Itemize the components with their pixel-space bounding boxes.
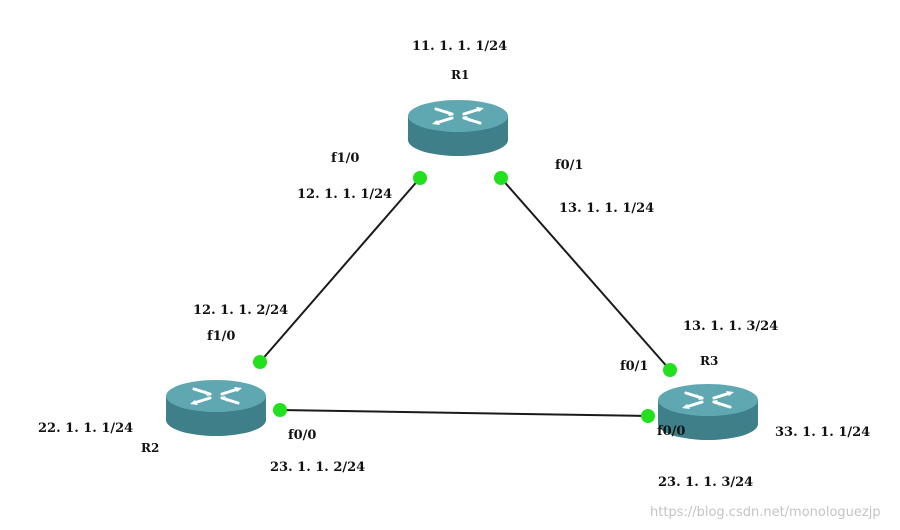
port-status-r2-f0-0 — [273, 403, 287, 417]
watermark: https://blog.csdn.net/monologuezjp — [650, 505, 881, 520]
r2-port-f1-0: f1/0 — [207, 329, 235, 344]
router-icon — [164, 378, 268, 438]
r1-ip-f0-1: 13. 1. 1. 1/24 — [559, 201, 654, 216]
r2-loopback-ip: 22. 1. 1. 1/24 — [38, 421, 133, 436]
r2-name: R2 — [141, 441, 159, 455]
port-status-r2-f1-0 — [253, 355, 267, 369]
r3-port-f0-1: f0/1 — [620, 359, 648, 374]
r2-port-f0-0: f0/0 — [288, 428, 316, 443]
r1-port-f0-1: f0/1 — [555, 158, 583, 173]
r3-name: R3 — [700, 354, 718, 368]
r3-port-f0-0: f0/0 — [657, 424, 685, 439]
r3-ip-f0-0: 23. 1. 1. 3/24 — [658, 475, 753, 490]
port-status-r3-f0-0 — [641, 409, 655, 423]
link-r2-r3 — [279, 409, 649, 417]
router-r2[interactable] — [164, 378, 268, 438]
r1-loopback-ip: 11. 1. 1. 1/24 — [412, 39, 507, 54]
link-r1-r2 — [259, 177, 421, 363]
router-icon — [406, 98, 510, 158]
link-r1-r3 — [500, 177, 671, 371]
port-status-r1-f1-0 — [413, 171, 427, 185]
port-status-r1-f0-1 — [494, 171, 508, 185]
r3-ip-f0-1: 13. 1. 1. 3/24 — [683, 319, 778, 334]
r2-ip-f0-0: 23. 1. 1. 2/24 — [270, 460, 365, 475]
port-status-r3-f0-1 — [663, 363, 677, 377]
r1-port-f1-0: f1/0 — [331, 151, 359, 166]
r1-ip-f1-0: 12. 1. 1. 1/24 — [297, 187, 392, 202]
router-r1[interactable] — [406, 98, 510, 158]
r1-name: R1 — [451, 68, 469, 82]
r2-ip-f1-0: 12. 1. 1. 2/24 — [193, 303, 288, 318]
r3-loopback-ip: 33. 1. 1. 1/24 — [775, 425, 870, 440]
